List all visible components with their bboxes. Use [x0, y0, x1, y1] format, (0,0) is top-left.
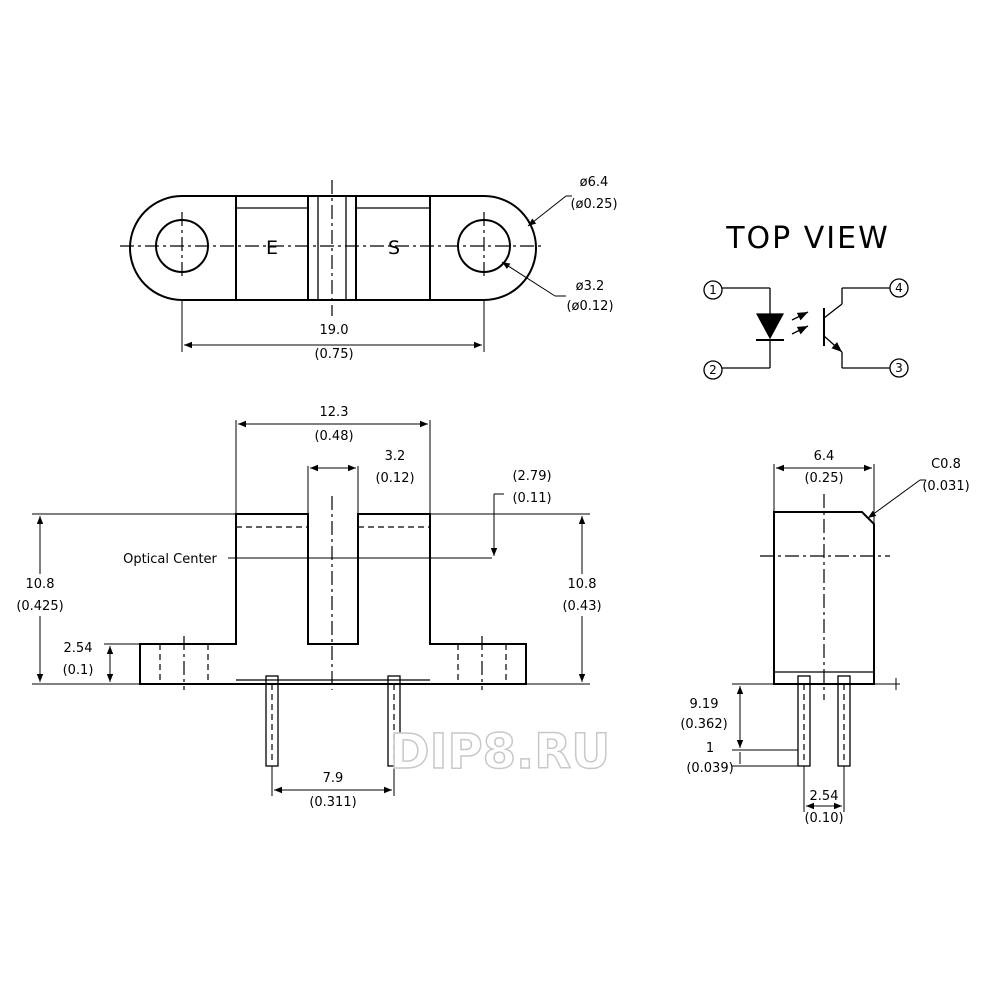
front-body-outline — [139, 513, 527, 685]
side-pin-pitch-dim: 2.54 — [810, 789, 839, 804]
emitter-label: E — [266, 237, 278, 259]
pin-2-marker — [703, 360, 723, 380]
optical-center-label: Optical Center — [123, 552, 217, 567]
front-view: 12.3 (0.48) 3.2 (0.12) Optical Center (2… — [14, 405, 609, 810]
side-width-dim: 6.4 — [814, 449, 835, 464]
hole-pitch-dim: 19.0 — [320, 323, 349, 338]
body-outline — [129, 195, 537, 301]
watermark: DIP8.RU — [390, 724, 610, 780]
lead-length-dim-in: (0.362) — [680, 717, 727, 732]
outer-diameter-dim-in: (ø0.25) — [570, 197, 617, 212]
light-emission-arrow — [791, 311, 809, 321]
top-view-title: TOP VIEW — [725, 221, 890, 256]
lead-tip-dim: 1 — [706, 741, 714, 756]
sensor-label: S — [388, 237, 400, 259]
optical-offset-dim-in: (0.11) — [512, 491, 551, 506]
pin-3-label: 3 — [895, 361, 903, 375]
hole-pitch-dim-in: (0.75) — [314, 347, 353, 362]
pin-2-label: 2 — [709, 363, 717, 377]
flange-height-dim: 2.54 — [64, 641, 93, 656]
hole-diameter-dim: ø3.2 — [576, 279, 605, 294]
right-height-dim-in: (0.43) — [562, 599, 601, 614]
slot-width-dim: 3.2 — [385, 449, 406, 464]
pin-3-marker — [889, 358, 909, 378]
chamfer-dim: C0.8 — [931, 457, 961, 472]
outer-diameter-dim: ø6.4 — [580, 175, 609, 190]
side-view: 6.4 (0.25) C0.8 (0.031) 9.19 (0.362) 1 (… — [680, 449, 969, 826]
front-width-dim-in: (0.48) — [314, 429, 353, 444]
top-outline-view: E S ø6.4 (ø0.25) ø3.2 (ø0.12) 19.0 (0.75… — [120, 175, 618, 362]
side-body-outline — [773, 511, 875, 685]
top-view-schematic: TOP VIEW 1 2 4 3 — [703, 221, 909, 380]
pin-1-label: 1 — [709, 283, 717, 297]
hole-diameter-dim-in: (ø0.12) — [566, 299, 613, 314]
pin-1-marker — [703, 280, 723, 300]
lead-tip-dim-in: (0.039) — [686, 761, 733, 776]
right-height-dim: 10.8 — [568, 577, 597, 592]
chamfer-dim-in: (0.031) — [922, 479, 969, 494]
slot-width-dim-in: (0.12) — [375, 471, 414, 486]
optical-offset-dim: (2.79) — [512, 469, 551, 484]
front-pin-pitch-dim: 7.9 — [323, 771, 344, 786]
flange-height-dim-in: (0.1) — [63, 663, 94, 678]
pin-4-label: 4 — [895, 281, 903, 295]
front-width-dim: 12.3 — [320, 405, 349, 420]
left-height-dim: 10.8 — [26, 577, 55, 592]
left-height-dim-in: (0.425) — [16, 599, 63, 614]
pin-4-marker — [889, 278, 909, 298]
front-pin-pitch-dim-in: (0.311) — [309, 795, 356, 810]
led-diode-symbol — [755, 313, 785, 340]
lead-length-dim: 9.19 — [690, 697, 719, 712]
side-width-dim-in: (0.25) — [804, 471, 843, 486]
side-pin-pitch-dim-in: (0.10) — [804, 811, 843, 826]
